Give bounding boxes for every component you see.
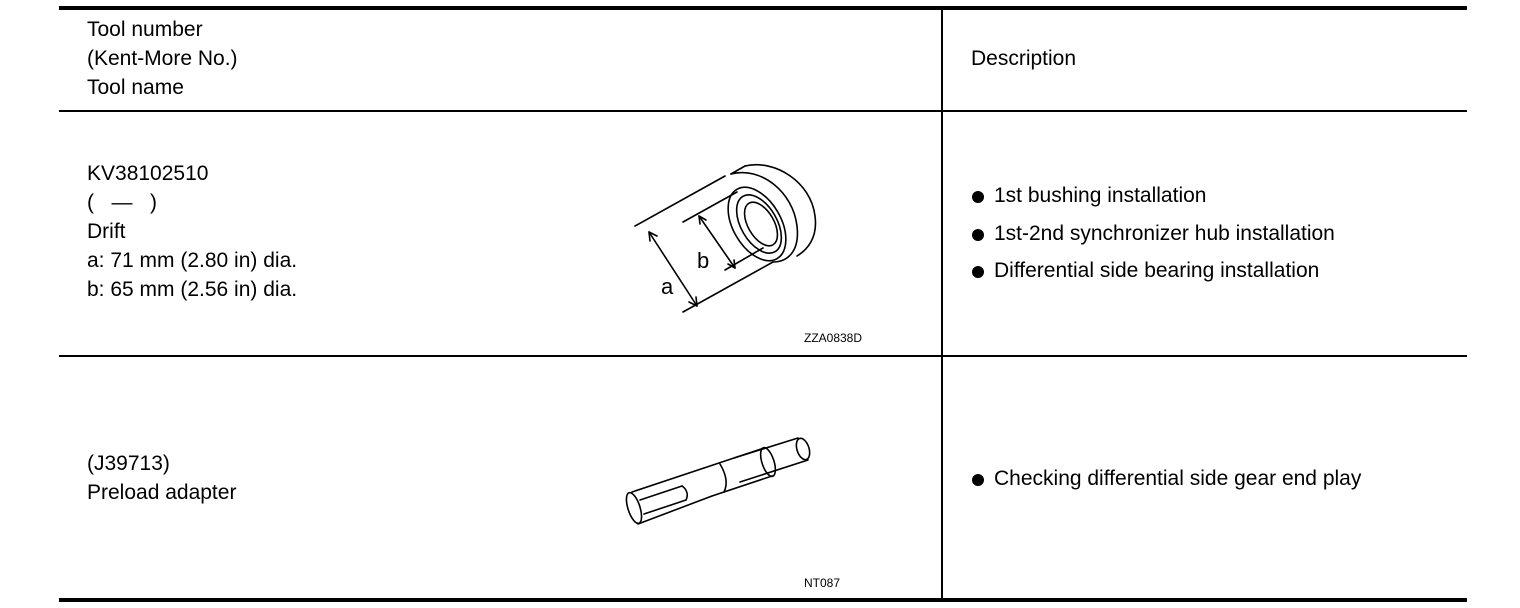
column-divider (941, 10, 943, 598)
figure-code: NT087 (804, 576, 841, 590)
header-row-divider (59, 110, 1467, 112)
tool-number: KV38102510 (87, 162, 209, 185)
header-line: Tool name (87, 76, 184, 99)
row-divider (59, 355, 1467, 357)
special-tools-table: Tool number (Kent-More No.) Tool name De… (59, 6, 1467, 602)
header-line: (Kent-More No.) (87, 47, 238, 70)
header-line: Tool number (87, 18, 203, 41)
dimension-b-label: b (697, 248, 709, 273)
list-item: Checking differential side gear end play (971, 460, 1361, 498)
list-item: 1st-2nd synchronizer hub installation (971, 215, 1335, 253)
dimension-a: a: 71 mm (2.80 in) dia. (87, 249, 298, 272)
list-item: Differential side bearing installation (971, 252, 1335, 290)
description-list: 1st bushing installation 1st-2nd synchro… (971, 177, 1335, 290)
kent-more-number: (J39713) (87, 452, 170, 475)
description-list: Checking differential side gear end play (971, 460, 1361, 498)
list-item: 1st bushing installation (971, 177, 1335, 215)
kent-more-number: ( — ) (87, 191, 157, 214)
dimension-b: b: 65 mm (2.56 in) dia. (87, 278, 298, 301)
header-description-column: Description (971, 47, 1077, 70)
tool-info-j39713: (J39713) Preload adapter (87, 449, 236, 507)
header-tool-column: Tool number (Kent-More No.) Tool name (87, 15, 238, 102)
drift-tool-icon: a b (634, 164, 817, 313)
tool-info-kv38102510: KV38102510 ( — ) Drift a: 71 mm (2.80 in… (87, 159, 297, 304)
preload-adapter-icon (625, 437, 811, 525)
dimension-a-label: a (661, 274, 674, 299)
tool-name: Drift (87, 220, 126, 243)
figure-code: ZZA0838D (804, 331, 863, 345)
tool-name: Preload adapter (87, 481, 237, 504)
